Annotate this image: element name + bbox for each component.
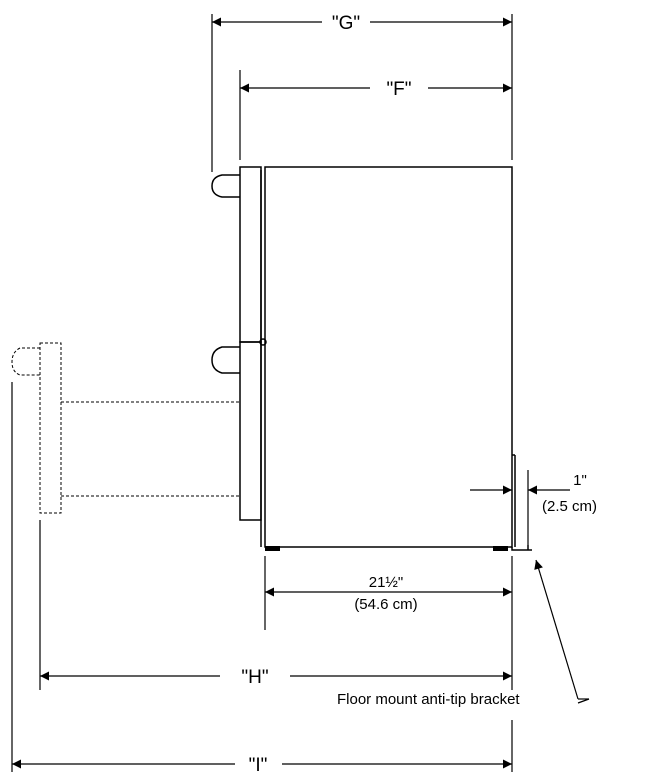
dimension-h-label: "H" <box>241 667 268 688</box>
upper-door <box>211 166 262 343</box>
dimension-f: "F" <box>240 79 512 100</box>
dimension-i: "I" <box>12 755 512 776</box>
dimension-gap: 1" (2.5 cm) <box>470 472 597 515</box>
extension-lines <box>11 14 529 772</box>
gap-value: 1" <box>573 472 587 489</box>
dimension-i-label: "I" <box>249 755 268 776</box>
dimension-f-label: "F" <box>386 79 411 100</box>
dimension-depth: 21½" (54.6 cm) <box>265 574 512 613</box>
cabinet-feet <box>265 546 508 551</box>
depth-metric: (54.6 cm) <box>354 596 417 613</box>
anti-tip-bracket <box>511 545 532 551</box>
callout-text: Floor mount anti-tip bracket <box>337 691 520 708</box>
depth-value: 21½" <box>369 574 404 591</box>
door-hinge <box>259 338 267 346</box>
gap-metric: (2.5 cm) <box>542 498 597 515</box>
open-drawer-outline <box>11 342 240 514</box>
bracket-callout: Floor mount anti-tip bracket <box>337 559 590 708</box>
dimension-g-label: "G" <box>332 13 360 34</box>
lower-door <box>211 341 262 521</box>
dimension-g: "G" <box>212 13 512 34</box>
dimension-h: "H" <box>40 667 512 688</box>
